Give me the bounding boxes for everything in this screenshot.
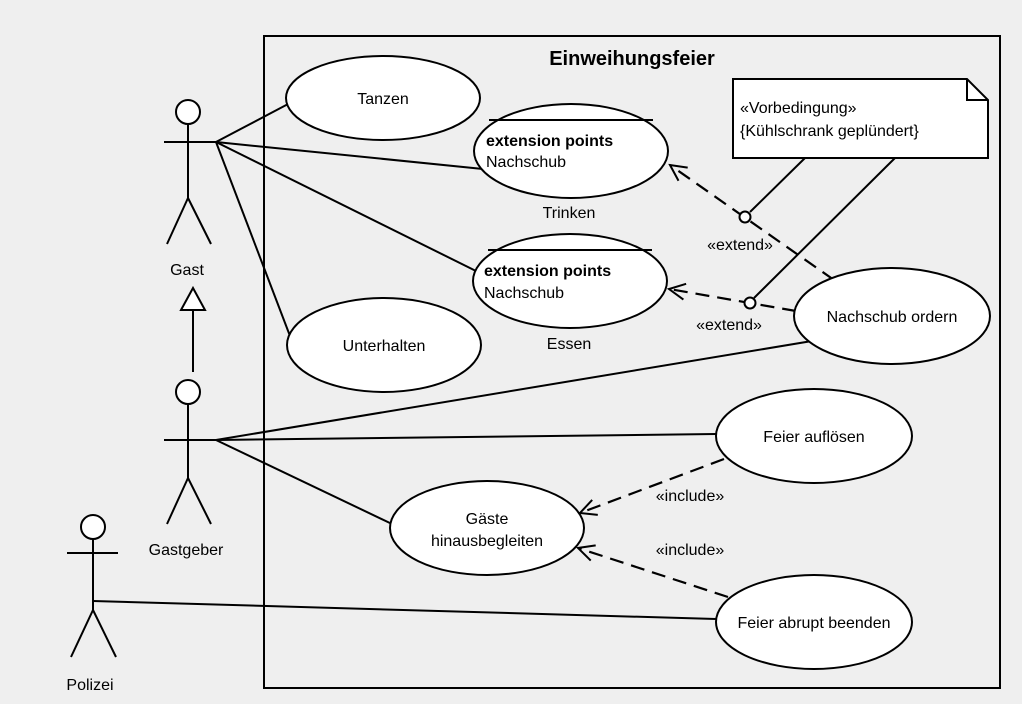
actor-gastgeber-label: Gastgeber xyxy=(149,542,224,559)
precondition-note: «Vorbedingung» {Kühlschrank geplündert} xyxy=(732,78,989,159)
actor-gast[interactable]: Gast xyxy=(164,99,216,279)
note-anchor-trinken xyxy=(749,157,806,213)
usecase-tanzen[interactable]: Tanzen xyxy=(285,55,481,141)
note-line2: {Kühlschrank geplündert} xyxy=(740,123,919,140)
usecase-gaeste-label-line2: hinausbegleiten xyxy=(431,533,543,550)
note-line1: «Vorbedingung» xyxy=(740,100,857,117)
actor-gastgeber[interactable]: Gastgeber xyxy=(149,379,224,559)
usecase-trinken[interactable]: extension points Nachschub Trinken xyxy=(473,103,669,222)
extend-label-essen: «extend» xyxy=(696,317,762,334)
extend-condition-point-trinken xyxy=(738,210,752,224)
usecase-unterhalten-label: Unterhalten xyxy=(343,338,426,355)
actor-polizei[interactable]: Polizei xyxy=(66,514,118,694)
usecase-feier-abrupt-beenden[interactable]: Feier abrupt beenden xyxy=(715,574,913,670)
trinken-ext-point: Nachschub xyxy=(486,154,566,171)
essen-ext-header: extension points xyxy=(484,263,611,280)
usecase-essen[interactable]: extension points Nachschub Essen xyxy=(472,233,668,353)
actor-gast-label: Gast xyxy=(170,262,204,279)
actor-polizei-label: Polizei xyxy=(66,677,113,694)
assoc-gastgeber-nachschub xyxy=(215,340,813,441)
assoc-gastgeber-hinaus xyxy=(215,439,393,525)
assoc-gastgeber-aufloesen xyxy=(215,433,717,441)
usecase-unterhalten[interactable]: Unterhalten xyxy=(286,297,482,393)
usecase-gaeste-hinausbegleiten[interactable]: Gäste hinausbegleiten xyxy=(389,480,585,576)
usecase-feier-abrupt-label: Feier abrupt beenden xyxy=(738,615,891,632)
assoc-polizei-abrupt xyxy=(92,600,717,620)
usecase-feier-aufloesen[interactable]: Feier auflösen xyxy=(715,388,913,484)
note-anchor-essen xyxy=(753,157,896,299)
extend-label-trinken: «extend» xyxy=(707,237,773,254)
system-title: Einweihungsfeier xyxy=(549,48,715,70)
usecase-gaeste-label-line1: Gäste xyxy=(466,511,509,528)
extend-line-trinken xyxy=(670,165,835,281)
usecase-trinken-label: Trinken xyxy=(543,205,596,222)
assoc-gast-trinken xyxy=(215,141,484,170)
assoc-gast-essen xyxy=(215,141,479,273)
associations xyxy=(92,102,896,620)
include-label-aufloesen: «include» xyxy=(656,488,725,505)
include-line-aufloesen xyxy=(580,457,725,513)
assoc-gast-tanzen xyxy=(215,102,291,143)
extend-condition-point-essen xyxy=(743,296,757,310)
trinken-ext-header: extension points xyxy=(486,133,613,150)
essen-ext-point: Nachschub xyxy=(484,285,564,302)
usecase-tanzen-label: Tanzen xyxy=(357,91,409,108)
usecase-nachschub-ordern[interactable]: Nachschub ordern xyxy=(793,267,991,365)
include-line-abrupt xyxy=(578,548,729,599)
usecase-feier-aufloesen-label: Feier auflösen xyxy=(763,429,864,446)
include-label-abrupt: «include» xyxy=(656,542,725,559)
usecase-nachschub-ordern-label: Nachschub ordern xyxy=(827,309,958,326)
dependencies xyxy=(578,165,835,599)
usecase-essen-label: Essen xyxy=(547,336,591,353)
assoc-gast-unterhalten xyxy=(215,141,291,337)
generalization-gastgeber-gast xyxy=(179,285,207,372)
